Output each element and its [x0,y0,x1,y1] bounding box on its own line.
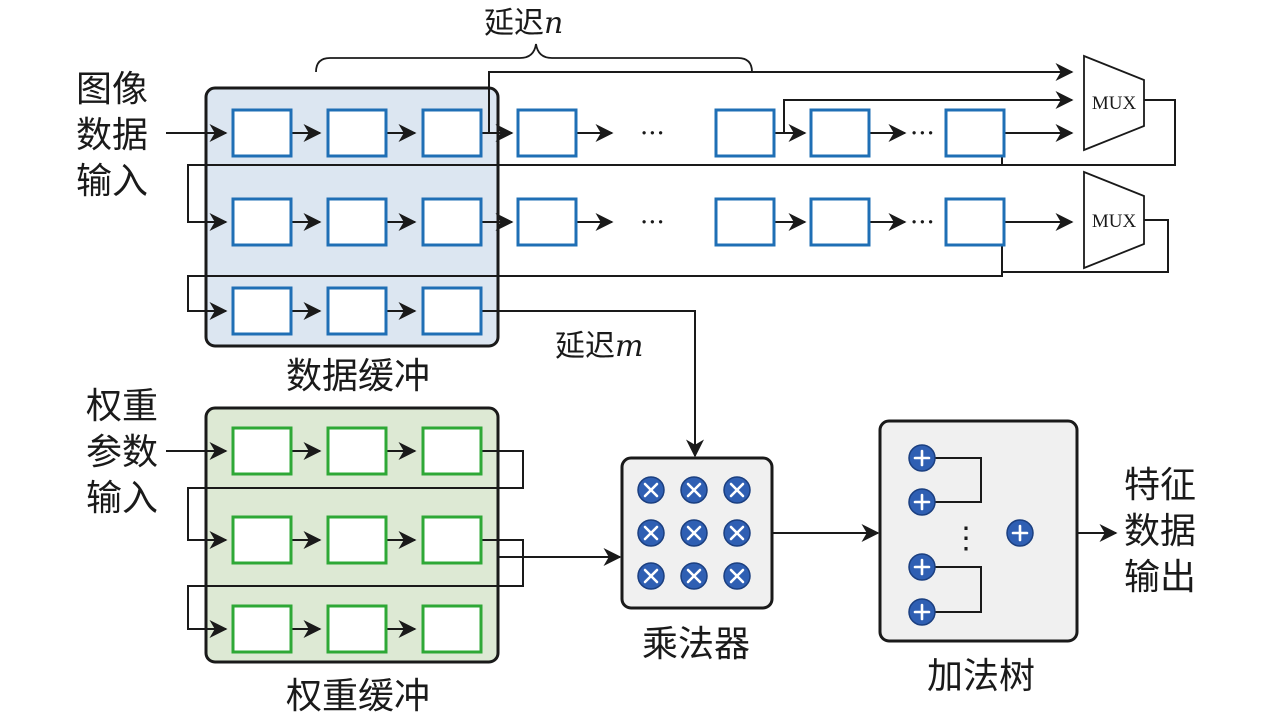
weight-buffer-cells [231,426,483,654]
adder-tree-caption: 加法树 [927,656,1035,697]
delay-cell [809,197,871,247]
weight-cell [326,604,388,654]
data-cell [231,197,293,247]
weight-input-label: 权重 参数 输入 [86,386,158,519]
data-cell [421,286,483,336]
delay-cell [714,108,776,158]
ellipsis-row2: ··· [640,208,665,238]
data-buffer-cells [231,108,483,336]
ellipsis-row1b: ··· [910,119,935,149]
svg-text:输入: 输入 [86,478,158,519]
svg-text:输入: 输入 [76,161,148,202]
svg-text:图像: 图像 [76,69,148,110]
delay-cell [809,108,871,158]
svg-text:MUX: MUX [1092,211,1137,232]
weight-cell [231,426,293,476]
data-cell [326,286,388,336]
svg-text:参数: 参数 [86,432,158,473]
weight-cell [231,604,293,654]
svg-text:特征: 特征 [1124,465,1196,506]
mux-2: MUX [1083,170,1145,270]
svg-text:权重: 权重 [86,386,158,427]
delay-n-brace [315,43,753,73]
data-cell [231,286,293,336]
line-delay-cells [516,108,1006,247]
weight-cell [421,515,483,565]
data-cell [421,108,483,158]
ellipsis-row2b: ··· [910,208,935,238]
multiplier-caption: 乘法器 [642,624,750,665]
weight-row-arrows [291,442,417,638]
image-input-label: 图像 数据 输入 [76,69,148,202]
delay-m-label: 延迟m [555,329,643,364]
multiplier-module [620,456,774,610]
delay-cell [516,108,578,158]
data-cell [421,197,483,247]
weight-cell [326,426,388,476]
weight-cell [231,515,293,565]
delay-cell [944,108,1006,158]
delay-n-label: 延迟n [484,6,563,41]
weight-cell [421,604,483,654]
data-cell [231,108,293,158]
weight-buffer-caption: 权重缓冲 [286,676,430,717]
ellipsis-row1: ··· [640,119,665,149]
mux-1: MUX [1083,54,1145,152]
multiply-operators [637,476,751,590]
adder-tree-module: ⋮ [878,419,1079,643]
weight-cell [326,515,388,565]
svg-text:数据: 数据 [76,115,148,156]
svg-text:数据: 数据 [1124,511,1196,552]
adder-vdots: ⋮ [951,521,981,556]
add-operators [908,444,1034,626]
data-cell [326,197,388,247]
data-cell [326,108,388,158]
weight-cell [421,426,483,476]
delay-cell [516,197,578,247]
delay-cell [944,197,1006,247]
data-row-arrows [291,124,1074,320]
svg-text:MUX: MUX [1092,93,1137,114]
delay-cell [714,197,776,247]
svg-text:输出: 输出 [1124,557,1196,598]
feature-output-label: 特征 数据 输出 [1124,465,1196,598]
data-buffer-caption: 数据缓冲 [286,356,430,397]
